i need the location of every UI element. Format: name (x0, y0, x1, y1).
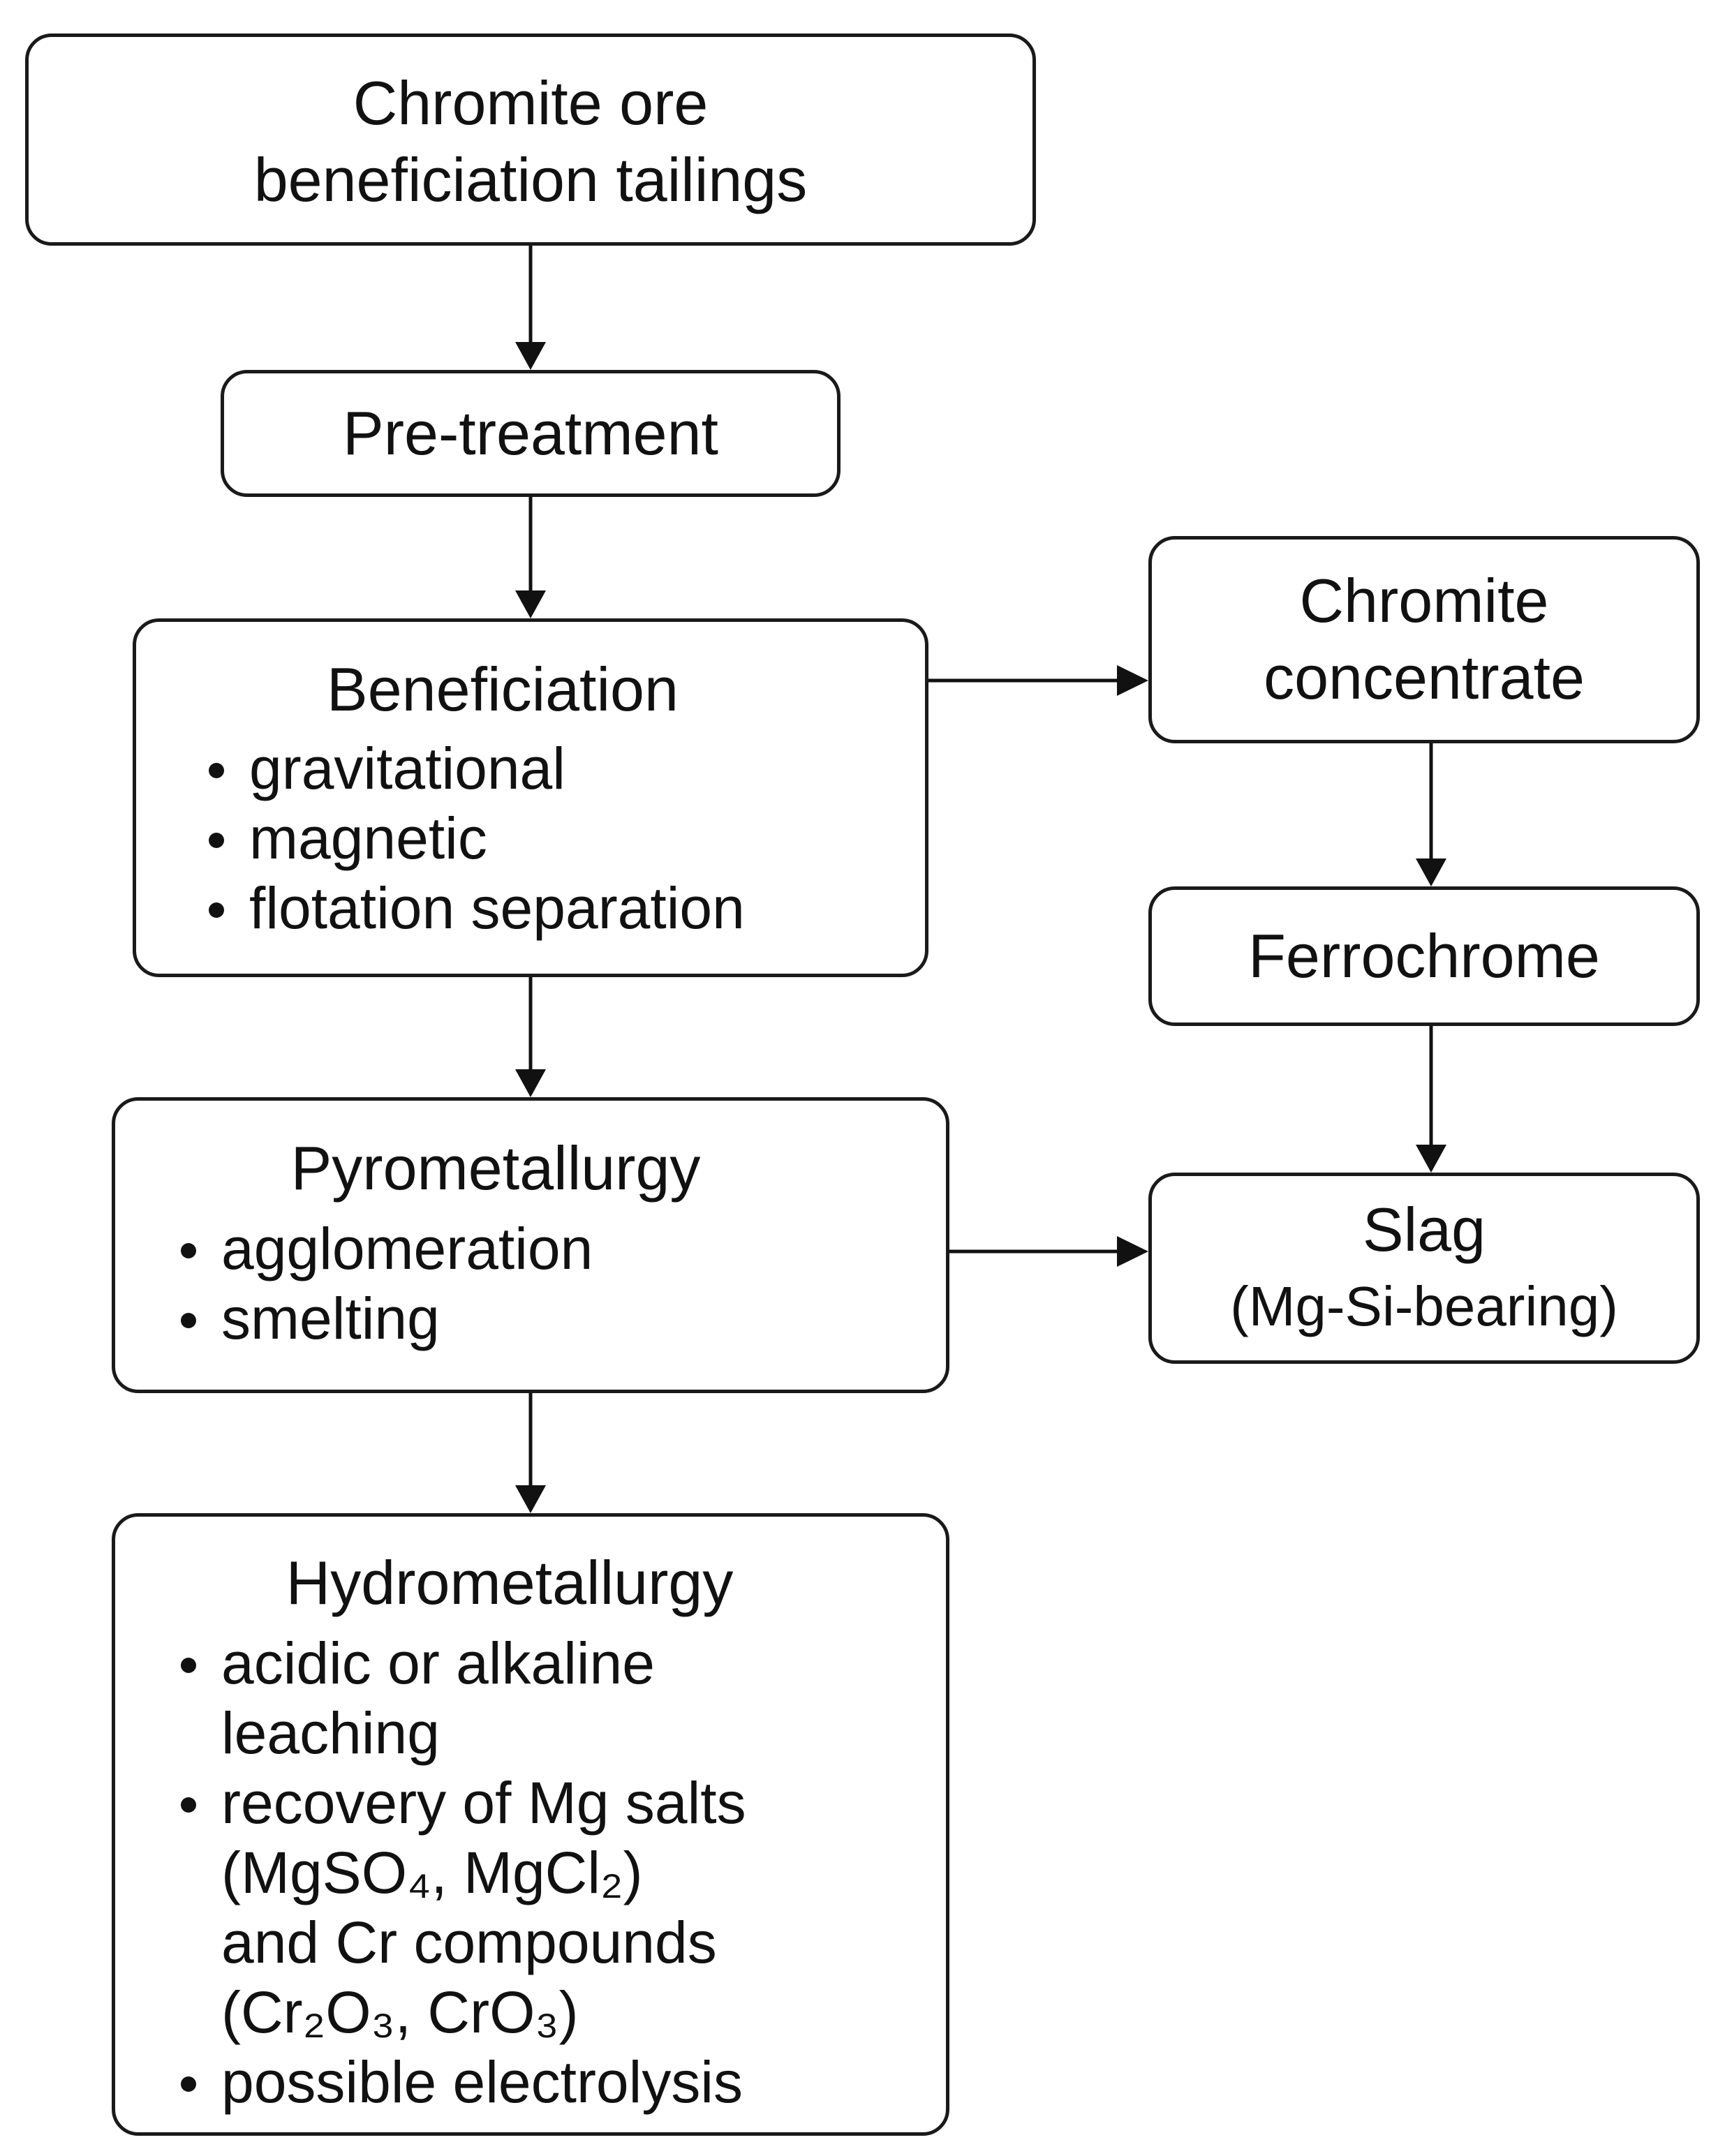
arrowhead-pyrometallurgy (515, 1069, 546, 1097)
node-tailings-line-2: beneficiation tailings (253, 145, 808, 214)
node-slag: Slag (Mg-Si-bearing) (1148, 1173, 1700, 1364)
node-hydrometallurgy: Hydrometallurgy acidic or alkaline leach… (112, 1513, 949, 2136)
node-tailings: Chromite ore beneficiation tailings (25, 34, 1036, 246)
node-pyrometallurgy-list: agglomeration smelting (171, 1214, 593, 1353)
arrowhead-hydrometallurgy (515, 1485, 546, 1513)
node-pretreatment-title: Pre-treatment (343, 399, 718, 468)
node-ferrochrome: Ferrochrome (1148, 886, 1700, 1026)
arrowhead-ferrochrome (1416, 858, 1446, 886)
arrowhead-slag-top (1416, 1145, 1446, 1173)
node-concentrate-line-1: Chromite (1299, 566, 1549, 635)
list-item: smelting (171, 1284, 593, 1353)
node-concentrate: Chromite concentrate (1148, 536, 1700, 743)
node-beneficiation: Beneficiation gravitational magnetic flo… (133, 618, 928, 977)
node-concentrate-line-2: concentrate (1264, 643, 1585, 712)
list-item: magnetic (199, 803, 745, 873)
node-beneficiation-list: gravitational magnetic flotation separat… (199, 734, 745, 943)
list-item-continuation: leaching (221, 1700, 440, 1766)
node-beneficiation-title: Beneficiation (327, 655, 679, 724)
node-slag-subtitle: (Mg-Si-bearing) (1230, 1275, 1618, 1337)
node-pyrometallurgy-title: Pyrometallurgy (290, 1133, 701, 1203)
node-hydrometallurgy-title: Hydrometallurgy (286, 1548, 734, 1617)
arrowhead-concentrate (1117, 665, 1148, 696)
node-hydrometallurgy-list: acidic or alkaline leaching recovery of … (171, 1628, 746, 2117)
list-item: recovery of Mg salts (171, 1768, 746, 1838)
arrowhead-slag-left (1117, 1236, 1148, 1267)
list-item-continuation: and Cr compounds (221, 1910, 717, 1975)
node-pyrometallurgy: Pyrometallurgy agglomeration smelting (112, 1097, 949, 1393)
list-item: agglomeration (171, 1214, 593, 1284)
list-item: possible electrolysis (171, 2047, 746, 2117)
arrowhead-beneficiation (515, 590, 546, 618)
list-item: flotation separation (199, 873, 745, 943)
node-ferrochrome-title: Ferrochrome (1248, 921, 1600, 990)
node-pretreatment: Pre-treatment (221, 370, 841, 497)
list-item: gravitational (199, 734, 745, 803)
arrowhead-pretreatment (515, 342, 546, 370)
list-item: acidic or alkaline (171, 1628, 746, 1698)
list-item-continuation: (Cr₂O₃, CrO₃) (221, 1979, 579, 2045)
node-slag-title: Slag (1362, 1195, 1486, 1264)
list-item-continuation: (MgSO₄, MgCl₂) (221, 1840, 643, 1905)
node-tailings-line-1: Chromite ore (353, 68, 709, 137)
